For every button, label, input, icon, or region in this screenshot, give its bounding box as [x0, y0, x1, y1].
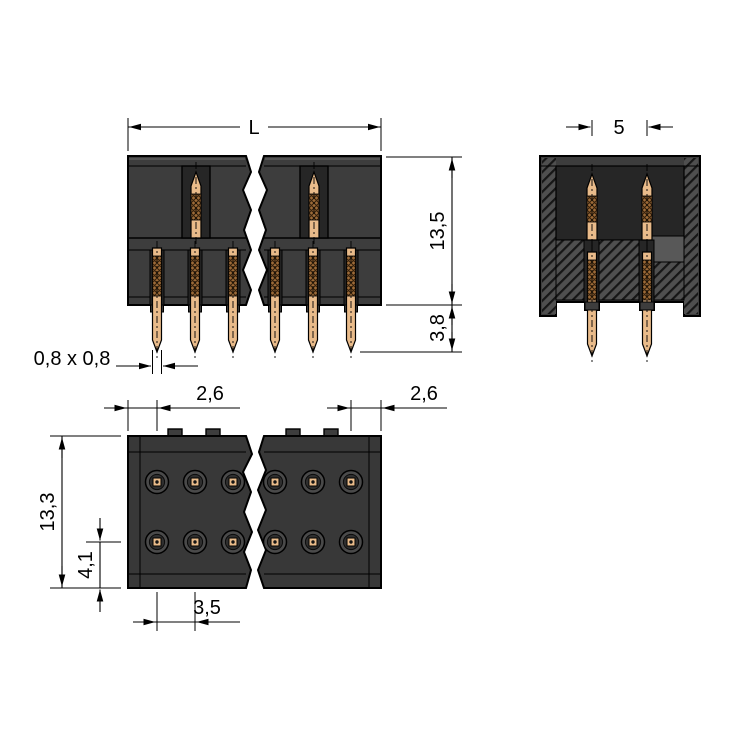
pin-hole [182, 529, 208, 555]
dim-pin-protrusion-label: 3,8 [427, 314, 449, 342]
pin-hole [262, 529, 288, 555]
dim-length-label: L [248, 117, 259, 139]
pin-hole [220, 469, 246, 495]
pin-hole [144, 529, 170, 555]
dim-row-spacing-label: 5 [613, 117, 624, 139]
front-view [127, 155, 382, 362]
solder-pin [151, 240, 163, 362]
pin-hole [300, 529, 326, 555]
dim-housing-depth: 13,3 [37, 435, 121, 589]
dim-row-to-edge: 4,1 [75, 518, 121, 612]
dim-housing-height-label: 13,5 [427, 212, 449, 251]
side-cavity [555, 165, 685, 241]
dim-edge-to-pin-left-label: 2,6 [196, 383, 224, 405]
solder-pin [269, 240, 281, 362]
pin-hole [144, 469, 170, 495]
solder-pin [227, 240, 239, 362]
pin-hole [262, 469, 288, 495]
dim-housing-depth-label: 13,3 [37, 493, 59, 532]
bottom-housing-lines [128, 436, 381, 588]
pin-hole [338, 469, 364, 495]
pin-hole [220, 529, 246, 555]
pin-hole [338, 529, 364, 555]
side-step [649, 235, 685, 263]
solder-pin [307, 240, 319, 362]
side-section-right-wall [684, 158, 698, 314]
bottom-view [127, 428, 382, 589]
side-view [539, 155, 701, 366]
dim-length: L [127, 117, 382, 151]
solder-pin [189, 240, 201, 362]
side-section-left-wall [542, 158, 556, 314]
pin-hole [182, 469, 208, 495]
dim-pin-cross-section-label: 0,8 x 0,8 [34, 348, 111, 370]
bottom-housing-right [256, 435, 382, 589]
bottom-housing-left [127, 435, 254, 589]
dim-pin-pitch-label: 3,5 [193, 597, 221, 619]
dim-row-to-edge-label: 4,1 [75, 551, 97, 579]
dim-housing-height: 13,5 [386, 156, 462, 306]
dim-pin-cross-section: 0,8 x 0,8 [34, 348, 198, 374]
side-pin-collar [584, 301, 600, 311]
side-pin-collar [639, 301, 655, 311]
pin-hole [300, 469, 326, 495]
dim-edge-to-pin-right-label: 2,6 [410, 383, 438, 405]
dim-edge-to-pin-right: 2,6 [327, 383, 447, 431]
dim-row-spacing: 5 [566, 117, 673, 139]
dim-pin-pitch: 3,5 [133, 592, 240, 631]
dim-edge-to-pin-left: 2,6 [104, 383, 240, 431]
solder-pin [345, 240, 357, 362]
dim-pin-protrusion: 3,8 [360, 305, 462, 353]
